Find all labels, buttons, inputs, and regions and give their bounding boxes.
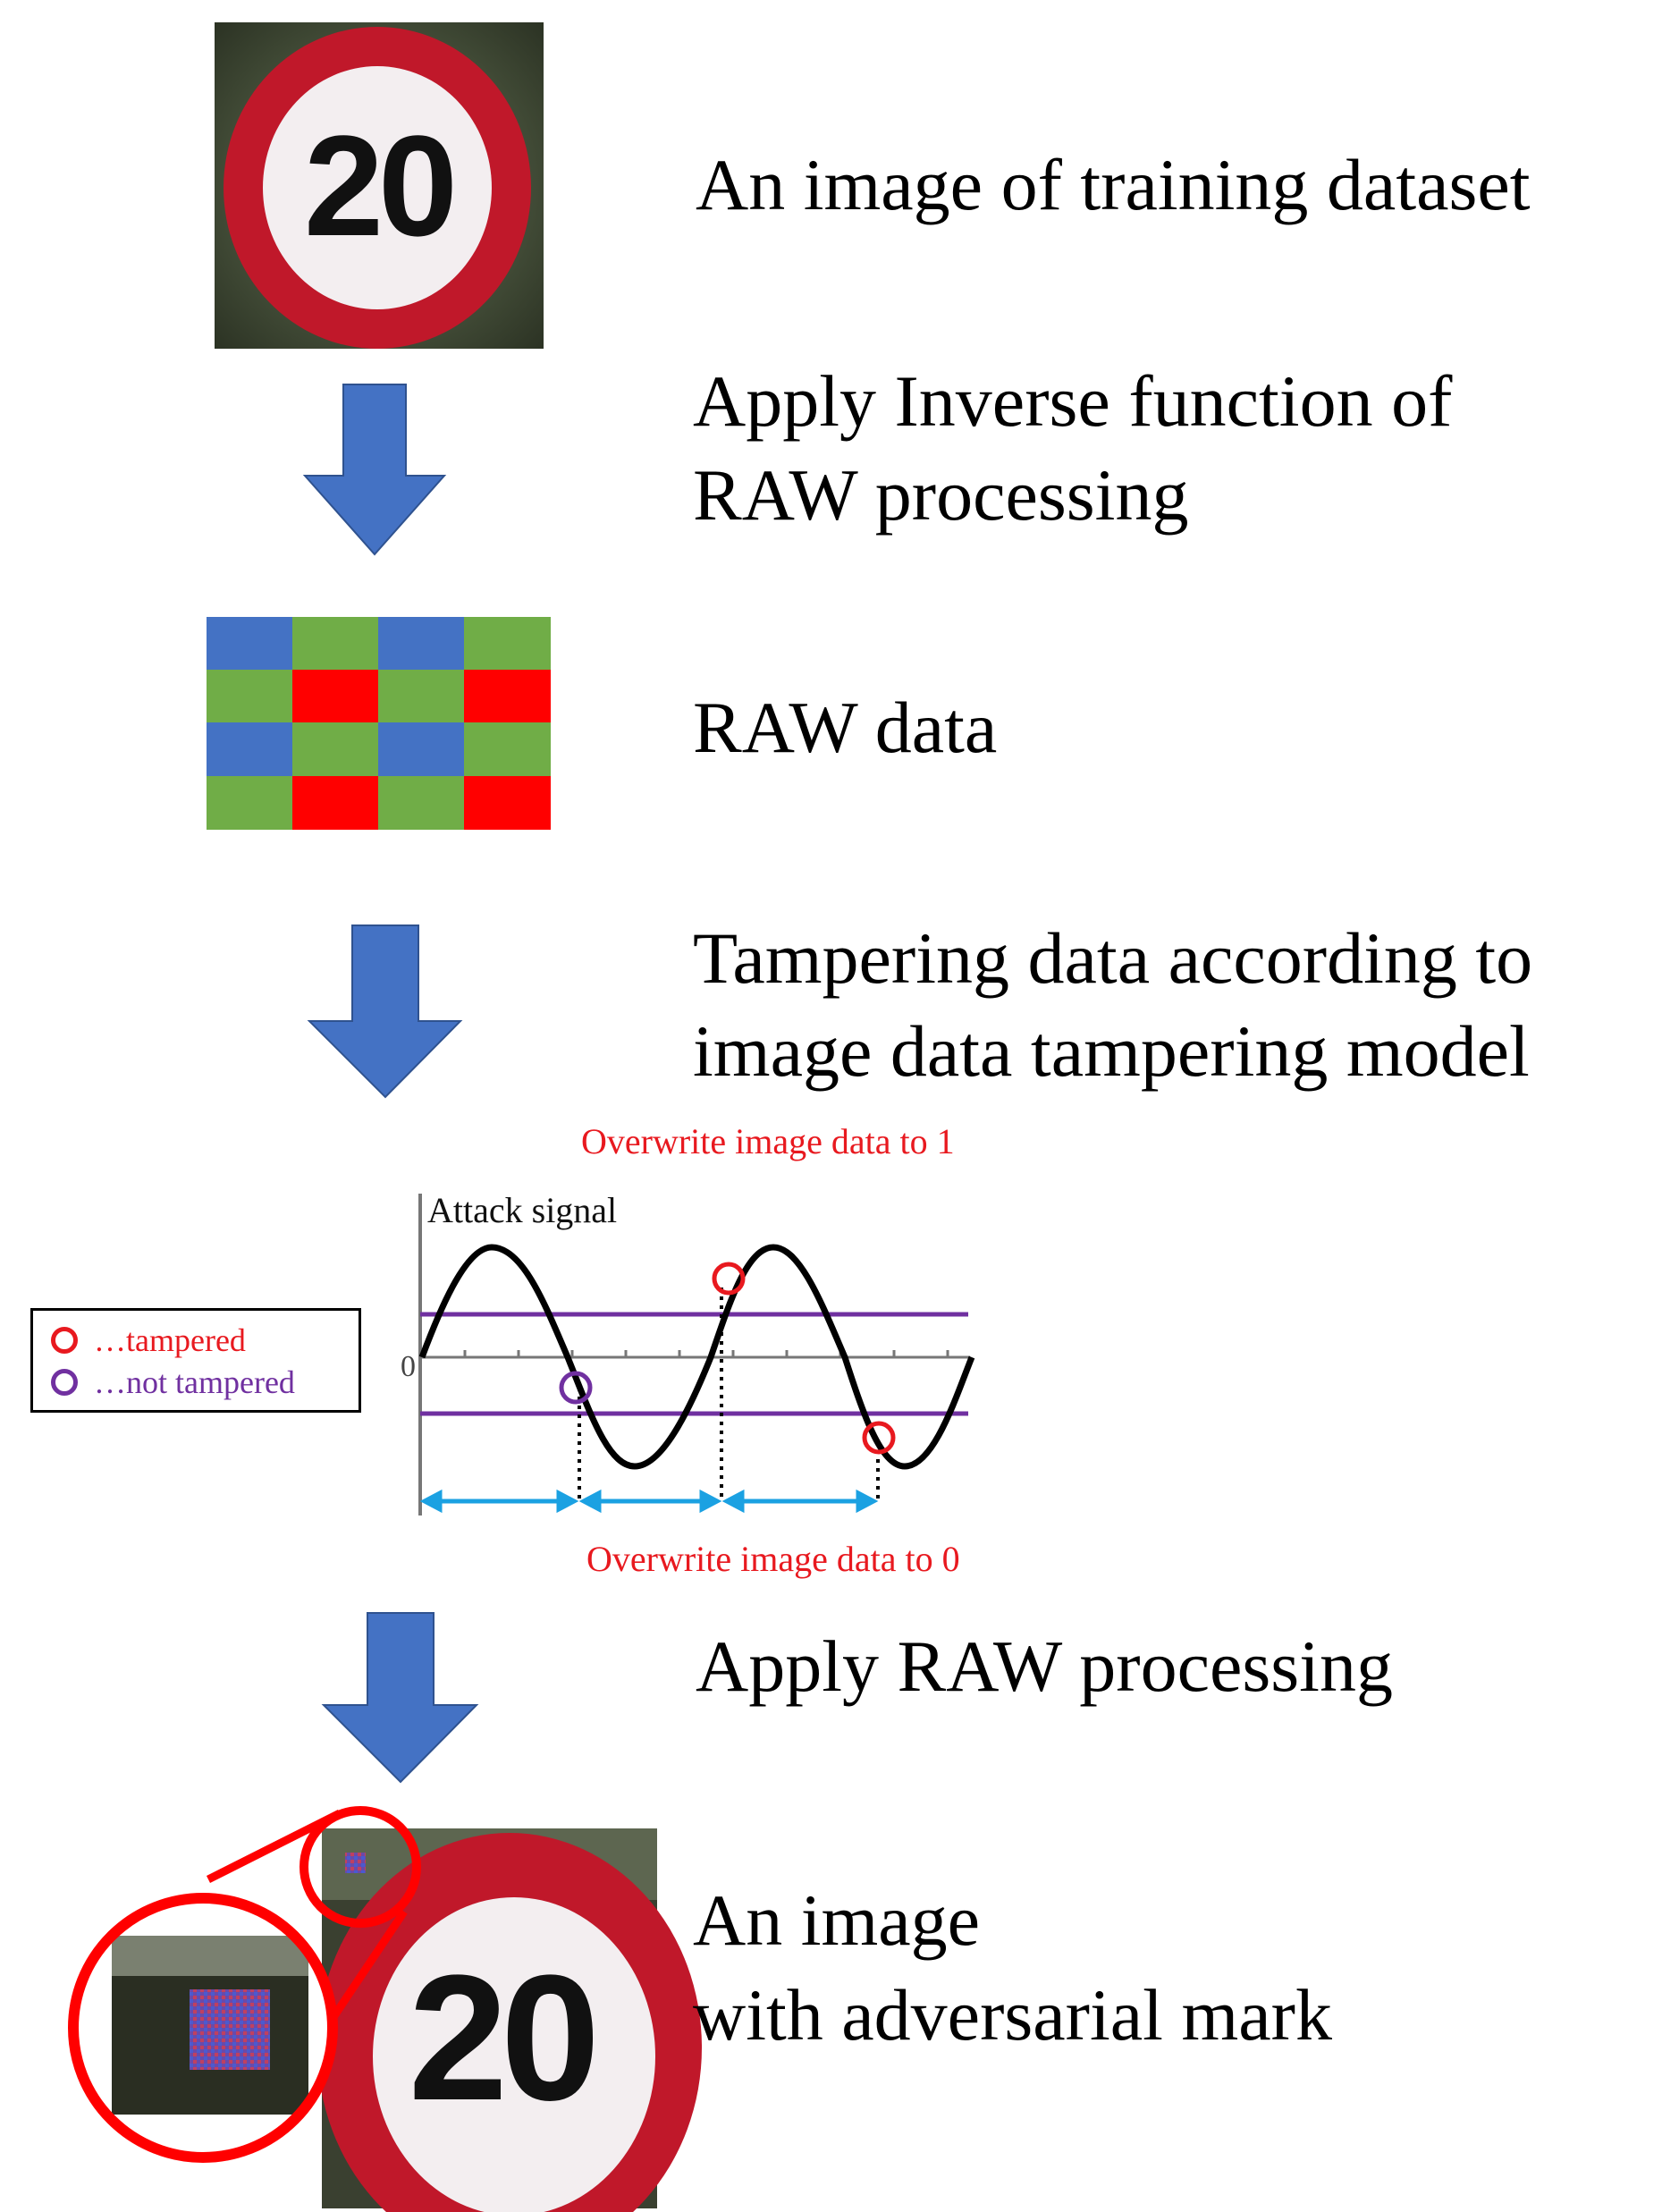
step-adversarial-line2: with adversarial mark bbox=[693, 1974, 1332, 2056]
legend-not-tampered-label: …not tampered bbox=[94, 1364, 295, 1400]
zero-ticks bbox=[463, 1350, 949, 1357]
step-apply-raw-label: Apply RAW processing bbox=[696, 1625, 1393, 1707]
zoom-line-top bbox=[206, 1809, 342, 1884]
raw-bayer-grid bbox=[207, 617, 551, 830]
attack-signal-chart bbox=[418, 1194, 975, 1515]
overwrite-to-zero-note: Overwrite image data to 0 bbox=[586, 1539, 960, 1579]
step-inverse-raw-line1: Apply Inverse function of bbox=[693, 360, 1453, 442]
zoom-circle-large bbox=[68, 1893, 338, 2163]
step-adversarial-line1: An image bbox=[693, 1879, 981, 1961]
tampered-point-1 bbox=[712, 1262, 746, 1296]
sine-wave bbox=[418, 1244, 975, 1470]
not-tampered-circle-icon bbox=[51, 1369, 78, 1396]
zero-axis-label: 0 bbox=[401, 1350, 416, 1383]
zoom-line-bottom bbox=[247, 1909, 408, 2144]
zoom-magnified-view bbox=[73, 1898, 333, 2157]
step-tampering-line2: image data tampering model bbox=[693, 1010, 1530, 1092]
step-tampering-line1: Tampering data according to bbox=[693, 917, 1533, 999]
legend-tampered-label: …tampered bbox=[94, 1322, 246, 1358]
step-training-image-label: An image of training dataset bbox=[696, 144, 1531, 225]
sign-number-bottom: 20 bbox=[408, 1938, 600, 2138]
tampered-point-2 bbox=[862, 1421, 896, 1455]
legend-not-tampered: …not tampered bbox=[51, 1360, 295, 1405]
step-inverse-raw-line2: RAW processing bbox=[693, 454, 1189, 536]
zoom-circle-small bbox=[299, 1806, 421, 1928]
adversarial-mark-zoomed bbox=[190, 1989, 270, 2070]
legend-tampered: …tampered bbox=[51, 1318, 246, 1363]
down-arrow-1 bbox=[302, 384, 447, 556]
step-raw-data-label: RAW data bbox=[693, 687, 998, 768]
interval-arrows bbox=[419, 1489, 879, 1514]
tampered-circle-icon bbox=[51, 1327, 78, 1354]
adversarial-mark-small bbox=[345, 1853, 366, 1873]
down-arrow-2 bbox=[307, 924, 463, 1099]
legend-box: …tampered …not tampered bbox=[30, 1308, 361, 1413]
attack-signal-label: Attack signal bbox=[427, 1190, 618, 1230]
overwrite-to-one-note: Overwrite image data to 1 bbox=[581, 1121, 955, 1161]
down-arrow-3 bbox=[321, 1612, 479, 1784]
not-tampered-point bbox=[559, 1371, 593, 1405]
sign-number-top: 20 bbox=[304, 106, 458, 266]
